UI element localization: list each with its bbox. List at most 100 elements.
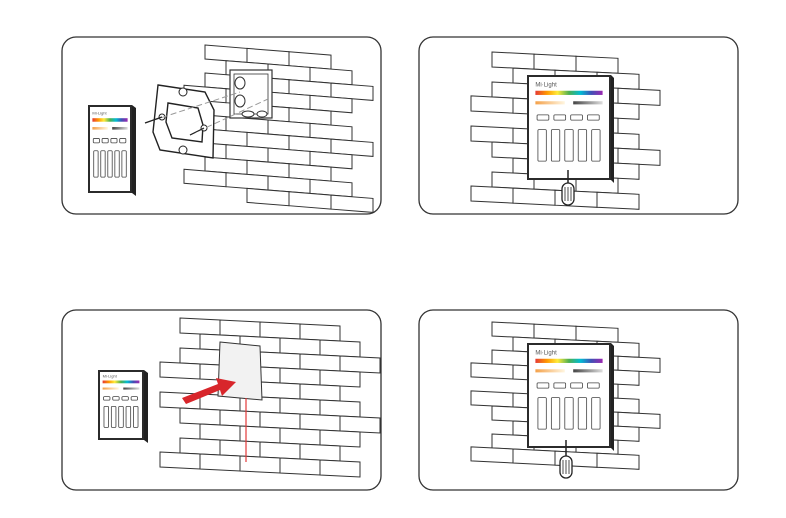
brick (259, 351, 301, 370)
brick (279, 367, 321, 386)
brick (491, 51, 535, 70)
on-off-button (591, 397, 601, 430)
panel-logo: Mi·Light (535, 83, 557, 89)
on-off-button (93, 150, 99, 178)
on-off-button (107, 150, 113, 178)
brick (299, 353, 341, 372)
on-off-button (537, 129, 547, 162)
brick (596, 452, 640, 470)
brick (225, 172, 269, 191)
zone-button (587, 382, 600, 389)
on-off-button (577, 397, 588, 430)
brick (199, 453, 241, 472)
brick (219, 409, 261, 428)
brick (470, 185, 514, 204)
color-wheel-bar (92, 118, 128, 122)
brick (319, 459, 361, 478)
on-off-button (118, 405, 124, 428)
zone-button (119, 138, 127, 144)
on-off-button (537, 397, 547, 430)
brick (299, 383, 341, 402)
screw (144, 116, 163, 124)
brick (319, 429, 361, 448)
on-off-button (591, 129, 601, 162)
touch-panel: Mi·Light (527, 343, 614, 451)
brick (470, 125, 514, 144)
brick (339, 415, 381, 434)
zone-button (101, 138, 109, 144)
brick (219, 439, 261, 458)
brick (491, 321, 535, 339)
screw (189, 127, 205, 136)
brick (470, 390, 514, 408)
on-off-button (125, 405, 132, 428)
zone-button (553, 382, 567, 389)
touch-panel: Mi·Light (527, 75, 614, 183)
mounting-bracket (152, 84, 215, 159)
brick (575, 55, 619, 74)
zone-button (121, 396, 129, 401)
warm-white-bar (92, 127, 108, 130)
on-off-button (133, 405, 139, 428)
zone-button (553, 114, 567, 121)
color-wheel-bar (535, 90, 603, 95)
zone-button (536, 114, 550, 121)
touch-panel: Mi·Light (88, 105, 136, 196)
brick (470, 95, 514, 114)
on-off-button (577, 129, 588, 162)
brick (596, 191, 640, 210)
brick (330, 138, 374, 157)
zone-button (110, 138, 118, 144)
brick (330, 82, 374, 101)
step-3-panel: Mi·Light (61, 309, 382, 491)
panel-logo: Mi·Light (103, 374, 118, 379)
zone-button (130, 396, 138, 401)
panel-logo: Mi·Light (535, 351, 557, 357)
brick (246, 187, 290, 207)
brick (319, 369, 361, 388)
brick (617, 87, 661, 106)
zone-button (587, 114, 600, 121)
brick (279, 397, 321, 416)
brick (179, 437, 221, 456)
on-off-button (114, 150, 120, 178)
panel-logo: Mi·Light (92, 111, 107, 116)
on-off-button (110, 405, 117, 428)
wall-box (229, 69, 273, 119)
brick (219, 319, 261, 338)
brick (617, 355, 661, 373)
screwdriver-icon (561, 170, 575, 206)
brightness-bar (573, 369, 603, 373)
brick (470, 446, 514, 464)
brick (259, 411, 301, 430)
on-off-button (121, 150, 127, 178)
step-1-panel: Mi·Light (61, 36, 382, 215)
brick (512, 187, 556, 206)
on-off-button (550, 129, 561, 162)
brick (512, 448, 556, 466)
brick (279, 427, 321, 446)
color-wheel-bar (535, 358, 603, 363)
brick (319, 339, 361, 358)
on-off-button (103, 405, 109, 428)
zone-button (570, 114, 583, 121)
brick (159, 361, 201, 380)
on-off-button (564, 397, 574, 430)
touch-panel: Mi·Light (98, 370, 148, 443)
zone-button (570, 382, 583, 389)
warm-white-bar (535, 369, 565, 373)
warm-white-bar (535, 101, 565, 105)
on-off-button (564, 129, 574, 162)
brick (470, 362, 514, 380)
brick (179, 407, 221, 426)
brightness-bar (112, 127, 128, 130)
panel-edge (611, 75, 614, 183)
brick (299, 443, 341, 462)
brightness-bar (573, 101, 603, 105)
on-off-button (550, 397, 561, 430)
brick (299, 323, 341, 342)
brick (279, 337, 321, 356)
brightness-bar (123, 387, 140, 390)
step-4-panel: Mi·Light (418, 309, 739, 491)
